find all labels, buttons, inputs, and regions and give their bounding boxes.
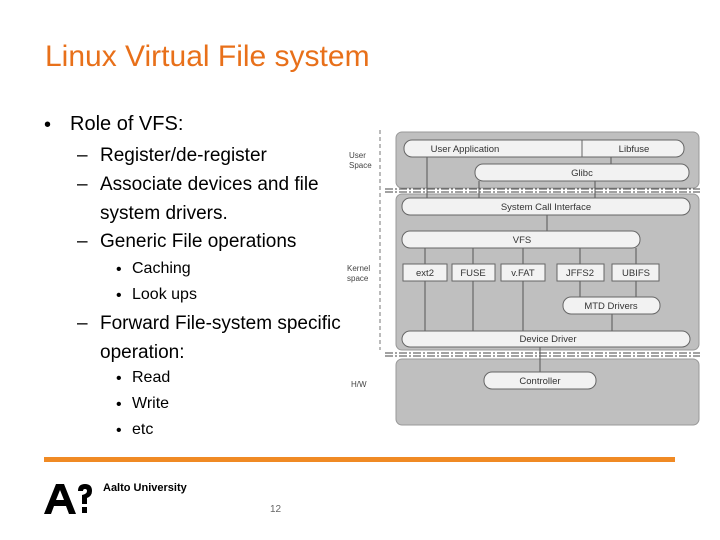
system-call-interface-box [401,197,691,216]
glibc-box [474,163,690,182]
page-number: 12 [270,504,282,515]
mtd-drivers-label: MTD Drivers [584,301,638,312]
bullet-caching: Caching [132,260,191,277]
controller-label: Controller [519,376,560,387]
ubifs-box [611,263,660,282]
bullet-role: Role of VFS: [70,113,184,135]
vfat-label: v.FAT [511,268,535,279]
sub-bullet-marker: • [116,396,122,413]
jffs2-box [556,263,605,282]
libfuse-label: Libfuse [619,144,650,155]
sub-bullet-marker: • [116,370,122,387]
fuse-box [451,263,496,282]
bullet-marker: • [44,114,52,136]
aalto-logo-icon [44,484,92,514]
dash-marker: – [77,145,88,166]
bullet-write: Write [132,395,170,412]
sub-bullet-marker: • [116,422,122,439]
sub-bullet-marker: • [116,261,122,278]
bullet-register: Register/de-register [100,145,267,166]
side-label-kernel-space: Kernel space [347,264,371,283]
bullet-associate-line1: Associate devices and file [100,174,319,195]
user-application-box [403,139,685,158]
jffs2-label: JFFS2 [566,268,594,279]
device-driver-box [401,330,691,348]
university-name: Aalto University [103,482,187,494]
vfs-label: VFS [513,235,531,246]
ext2-label: ext2 [416,268,434,279]
sub-bullet-marker: • [116,287,122,304]
user-application-label: User Application [431,144,500,155]
side-label-user-space: User Space [349,151,372,170]
slide-title: Linux Virtual File system [45,40,370,73]
system-call-interface-label: System Call Interface [501,202,591,213]
bullet-associate-line2: system drivers. [100,203,228,224]
dash-marker: – [77,174,88,195]
footer-rule [44,457,675,462]
dash-marker: – [77,231,88,252]
fuse-label: FUSE [460,268,485,279]
ubifs-label: UBIFS [622,268,650,279]
bullet-etc: etc [132,421,154,438]
vfat-box [500,263,546,282]
glibc-label: Glibc [571,168,593,179]
bullet-generic: Generic File operations [100,231,297,252]
mtd-drivers-box [562,296,661,315]
bullet-forward-line1: Forward File-system specific [100,313,341,334]
vfs-box [401,230,641,249]
controller-box [483,371,597,390]
bullet-lookups: Look ups [132,286,197,303]
bullet-forward-line2: operation: [100,342,185,363]
side-label-hw: H/W [351,380,367,389]
bullet-read: Read [132,369,171,386]
ext2-box [402,263,448,282]
device-driver-label: Device Driver [519,334,576,345]
dash-marker: – [77,313,88,334]
hw-layer [395,358,700,426]
